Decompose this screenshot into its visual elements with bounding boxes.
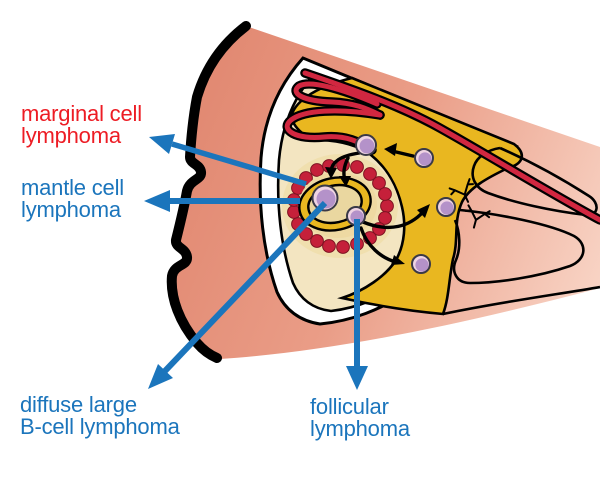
- b-cell-upper-left: [355, 134, 377, 156]
- pointer-arrow-follicular: [346, 219, 368, 390]
- pointer-arrow-mantle: [144, 190, 300, 212]
- lower-boundary-line: [442, 285, 600, 316]
- pointer-arrow-diffuse: [148, 200, 328, 389]
- sinus-tube-upper: [471, 146, 598, 217]
- label-line: marginal cell: [21, 101, 142, 126]
- label-line: lymphoma: [21, 197, 121, 222]
- b-cell-upper-right: [414, 148, 434, 168]
- antibody-icon: [448, 178, 475, 203]
- antibody-icon: [464, 204, 491, 229]
- label-marginal-cell-lymphoma: marginal cell lymphoma: [21, 103, 142, 147]
- label-line: mantle cell: [21, 175, 124, 200]
- sinus-tube-lower: [452, 208, 585, 285]
- label-line: B-cell lymphoma: [20, 414, 180, 439]
- mantle-zone-dots: [287, 158, 394, 254]
- pointer-arrow-marginal: [149, 134, 307, 187]
- label-follicular-lymphoma: follicular lymphoma: [310, 396, 410, 440]
- label-line: follicular: [310, 394, 389, 419]
- splenic-artery: [282, 68, 600, 225]
- label-line: lymphoma: [310, 416, 410, 441]
- plasma-cell: [436, 197, 456, 217]
- spleen-capsule: [166, 21, 251, 363]
- b-cell-lower: [411, 254, 431, 274]
- centrocyte-cell: [346, 206, 366, 226]
- label-mantle-cell-lymphoma: mantle cell lymphoma: [21, 177, 124, 221]
- label-diffuse-large-b-cell-lymphoma: diffuse large B-cell lymphoma: [20, 394, 180, 438]
- label-line: lymphoma: [21, 123, 121, 148]
- migration-arrows: [325, 143, 430, 265]
- label-line: diffuse large: [20, 392, 137, 417]
